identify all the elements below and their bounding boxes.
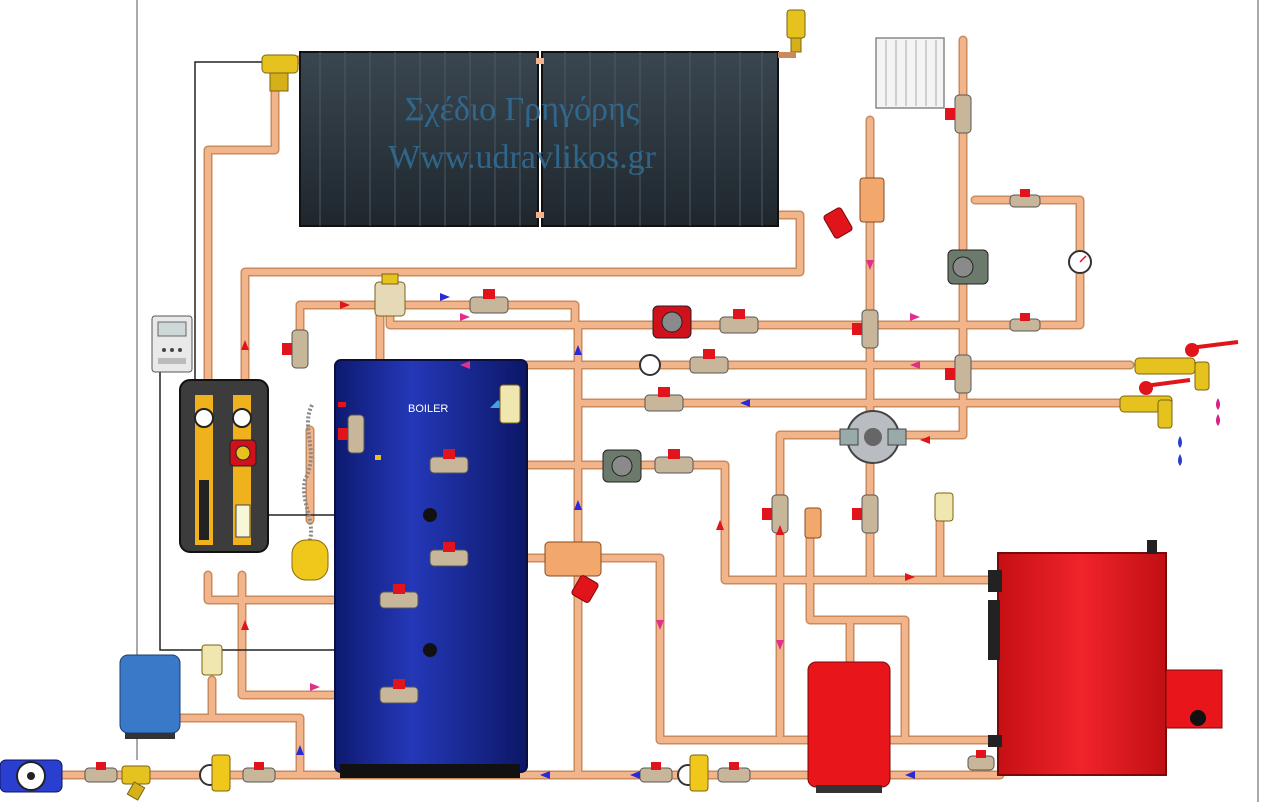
ball-valve-icon[interactable]: [852, 309, 879, 349]
pressure-reducing-valve-icon: [689, 754, 709, 792]
circulator-pump-icon: [602, 449, 642, 483]
cold-water-drops-icon: [1178, 436, 1182, 466]
flow-meter-icon: [235, 504, 251, 538]
solar-controller-icon: [151, 315, 193, 373]
hot-water-drops-icon: [1216, 398, 1220, 426]
ball-valve-icon[interactable]: [469, 289, 509, 314]
heating-expansion-vessel-icon: [807, 661, 891, 793]
tank-sensor-port-upper: [423, 508, 437, 522]
circulator-pump-icon: [947, 249, 989, 285]
air-vent-icon: [778, 9, 806, 58]
ball-valve-icon[interactable]: [762, 494, 789, 534]
automatic-air-vent-icon: [934, 492, 954, 522]
flow-arrows: [241, 260, 930, 779]
ball-valve-icon[interactable]: [379, 679, 419, 704]
temperature-gauge-icon: [232, 408, 252, 428]
ball-valve-icon[interactable]: [338, 414, 365, 454]
solar-air-separator-icon: [261, 54, 299, 92]
ball-valve-icon[interactable]: [945, 94, 972, 134]
pressure-gauge-icon: [194, 408, 214, 428]
ball-valve-icon[interactable]: [1009, 189, 1041, 208]
ball-valve-icon[interactable]: [967, 750, 995, 771]
circulator-pump-icon: [652, 305, 692, 339]
pressure-reducing-valve-icon: [211, 754, 231, 792]
ball-valve-icon[interactable]: [379, 584, 419, 609]
solar-pump-station: [179, 379, 269, 553]
watermark-url: Www.udravlikos.gr: [388, 139, 657, 176]
ball-valve-icon[interactable]: [644, 387, 684, 412]
heater-body: [988, 540, 1223, 776]
pressure-gauge-icon: [1068, 250, 1092, 274]
pressure-reducing-valve-icon: [201, 644, 223, 676]
water-tap-icon[interactable]: [1119, 378, 1191, 429]
solar-heat-exchanger-fitting: [544, 541, 602, 603]
pressure-gauge-icon: [639, 354, 661, 376]
water-tap-icon[interactable]: [1134, 340, 1239, 391]
ball-valve-icon[interactable]: [429, 542, 469, 567]
radiator-icon: [875, 37, 945, 109]
ball-valve-icon[interactable]: [84, 762, 118, 783]
safety-valve-icon: [823, 177, 885, 239]
thermostatic-mixing-valve-icon: [374, 273, 406, 317]
four-way-mixing-valve-icon: [839, 410, 907, 464]
ball-valve-icon[interactable]: [242, 762, 276, 783]
strainer-filter-icon: [121, 765, 151, 801]
ball-valve-icon[interactable]: [719, 309, 759, 334]
solar-panel-icon: [299, 51, 779, 227]
ball-valve-icon[interactable]: [689, 349, 729, 374]
dhw-recirculation-fitting: [499, 384, 521, 424]
boiler-label: BOILER: [408, 403, 448, 415]
ball-valve-icon[interactable]: [1009, 313, 1041, 332]
watermark-title: Σχέδιο Γρηγόρης: [405, 91, 640, 128]
tank-sensor-port-lower: [423, 643, 437, 657]
ball-valve-icon[interactable]: [429, 449, 469, 474]
ball-valve-set: [84, 94, 1041, 783]
dhw-expansion-vessel-icon: [119, 654, 181, 739]
ball-valve-icon[interactable]: [639, 762, 673, 783]
ball-valve-icon[interactable]: [654, 449, 694, 474]
ball-valve-icon[interactable]: [852, 494, 879, 534]
ball-valve-icon[interactable]: [282, 329, 309, 369]
automatic-air-vent-icon: [804, 507, 822, 539]
boiler-tank: [334, 359, 528, 778]
solar-expansion-vessel-icon: [291, 404, 329, 581]
ball-valve-icon[interactable]: [717, 762, 751, 783]
ball-valve-icon[interactable]: [945, 354, 972, 394]
water-meter-icon: [0, 759, 63, 793]
